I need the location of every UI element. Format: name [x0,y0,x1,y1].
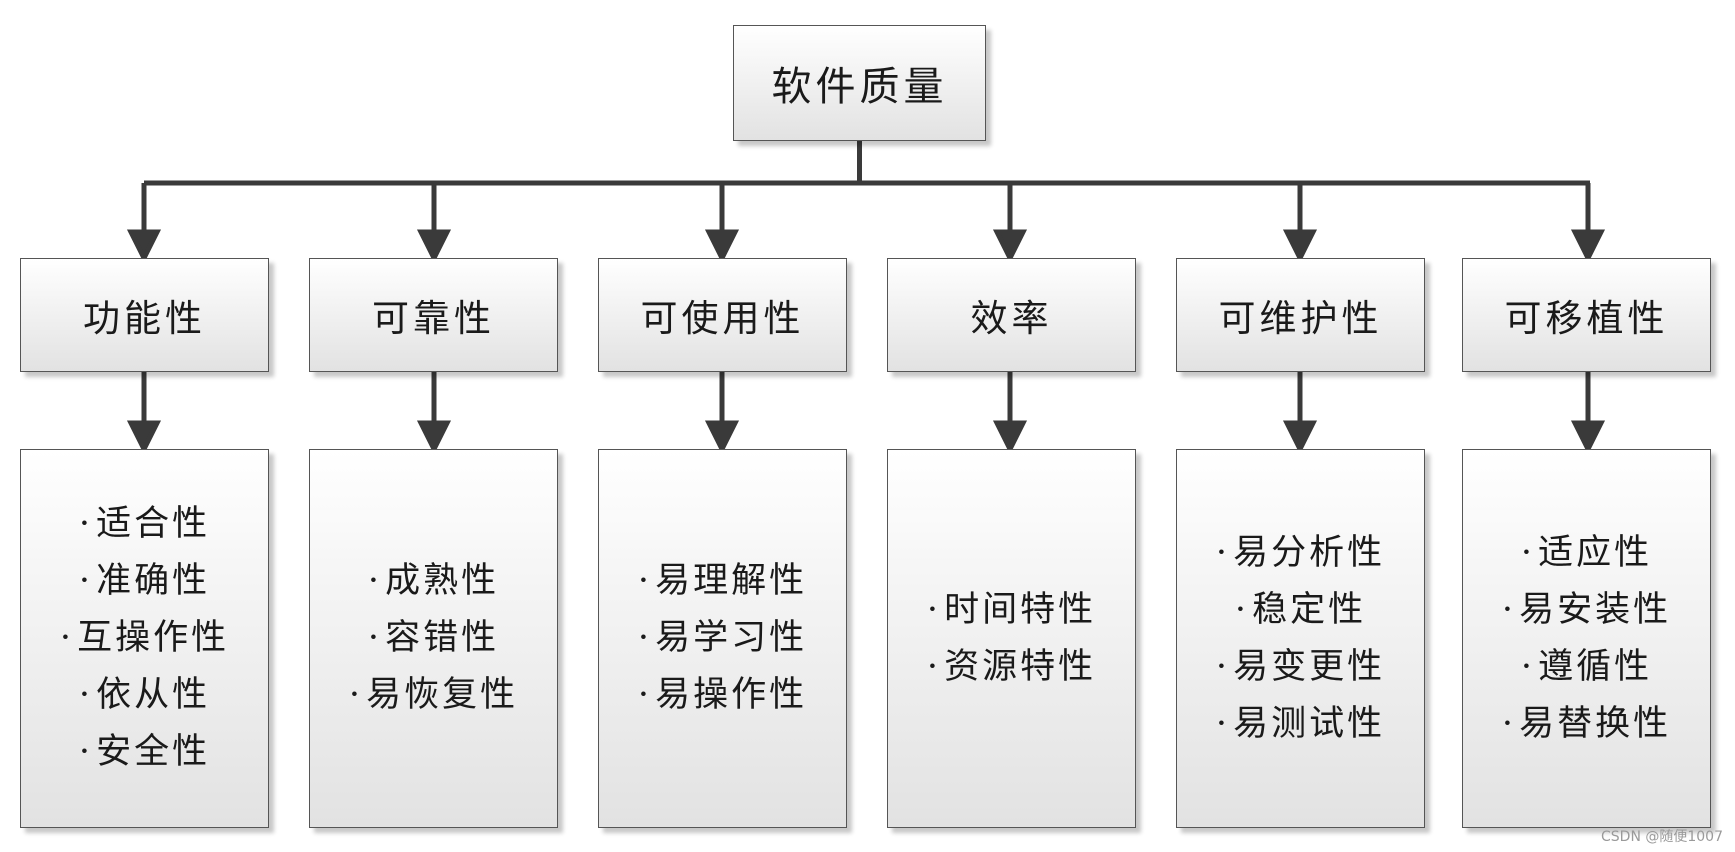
subitem: 易变更性 [1216,639,1385,696]
subitem: 适应性 [1502,525,1671,582]
category-box-functionality: 功能性 [20,258,269,372]
subitems-box-maintainability: 易分析性 稳定性 易变更性 易测试性 [1176,449,1425,828]
arrow-to-subitems [416,372,452,455]
subitem: 准确性 [60,553,229,610]
subitem: 适合性 [60,496,229,553]
subitems-box-functionality: 适合性 准确性 互操作性 依从性 安全性 [20,449,269,828]
subitems-box-reliability: 成熟性 容错性 易恢复性 [309,449,558,828]
arrow-to-subitems [126,372,162,455]
category-label: 效率 [970,297,1053,340]
arrow-to-category [992,183,1028,264]
category-label: 功能性 [83,297,206,340]
category-label: 可移植性 [1504,297,1669,340]
arrow-to-subitems [992,372,1028,455]
subitem: 容错性 [349,610,518,667]
arrow-to-category [704,183,740,264]
subitem: 易理解性 [638,553,807,610]
arrow-to-category [126,183,162,264]
category-arrows [126,183,1606,264]
subitem: 易分析性 [1216,525,1385,582]
subitem: 依从性 [60,667,229,724]
arrow-to-category [1570,183,1606,264]
subitems-box-portability: 适应性 易安装性 遵循性 易替换性 [1462,449,1711,828]
subitem-list: 易理解性 易学习性 易操作性 [638,553,807,724]
category-label: 可维护性 [1218,297,1383,340]
subitems-box-efficiency: 时间特性 资源特性 [887,449,1136,828]
subitems-box-usability: 易理解性 易学习性 易操作性 [598,449,847,828]
subitem: 易操作性 [638,667,807,724]
category-label: 可使用性 [640,297,805,340]
subitem-list: 易分析性 稳定性 易变更性 易测试性 [1216,525,1385,753]
subitem: 资源特性 [927,639,1096,696]
subitem: 易替换性 [1502,696,1671,753]
subitem: 时间特性 [927,582,1096,639]
subitem-list: 时间特性 资源特性 [927,582,1096,696]
subitem: 易恢复性 [349,667,518,724]
arrow-to-category [416,183,452,264]
category-box-maintainability: 可维护性 [1176,258,1425,372]
subitem: 安全性 [60,724,229,781]
subitem-arrows [126,372,1606,455]
watermark: CSDN @随便1007 [1601,829,1723,845]
subitem: 互操作性 [60,610,229,667]
arrow-to-subitems [1570,372,1606,455]
subitem-list: 适合性 准确性 互操作性 依从性 安全性 [60,496,229,781]
category-box-usability: 可使用性 [598,258,847,372]
arrow-to-subitems [1282,372,1318,455]
subitem: 稳定性 [1216,582,1385,639]
category-box-portability: 可移植性 [1462,258,1711,372]
root-label: 软件质量 [771,64,948,110]
subitem-list: 成熟性 容错性 易恢复性 [349,553,518,724]
subitem-list: 适应性 易安装性 遵循性 易替换性 [1502,525,1671,753]
subitem: 易学习性 [638,610,807,667]
category-box-reliability: 可靠性 [309,258,558,372]
subitem: 易测试性 [1216,696,1385,753]
category-label: 可靠性 [372,297,495,340]
category-box-efficiency: 效率 [887,258,1136,372]
arrow-to-category [1282,183,1318,264]
subitem: 成熟性 [349,553,518,610]
subitem: 易安装性 [1502,582,1671,639]
arrow-to-subitems [704,372,740,455]
root-node: 软件质量 [733,25,986,141]
subitem: 遵循性 [1502,639,1671,696]
